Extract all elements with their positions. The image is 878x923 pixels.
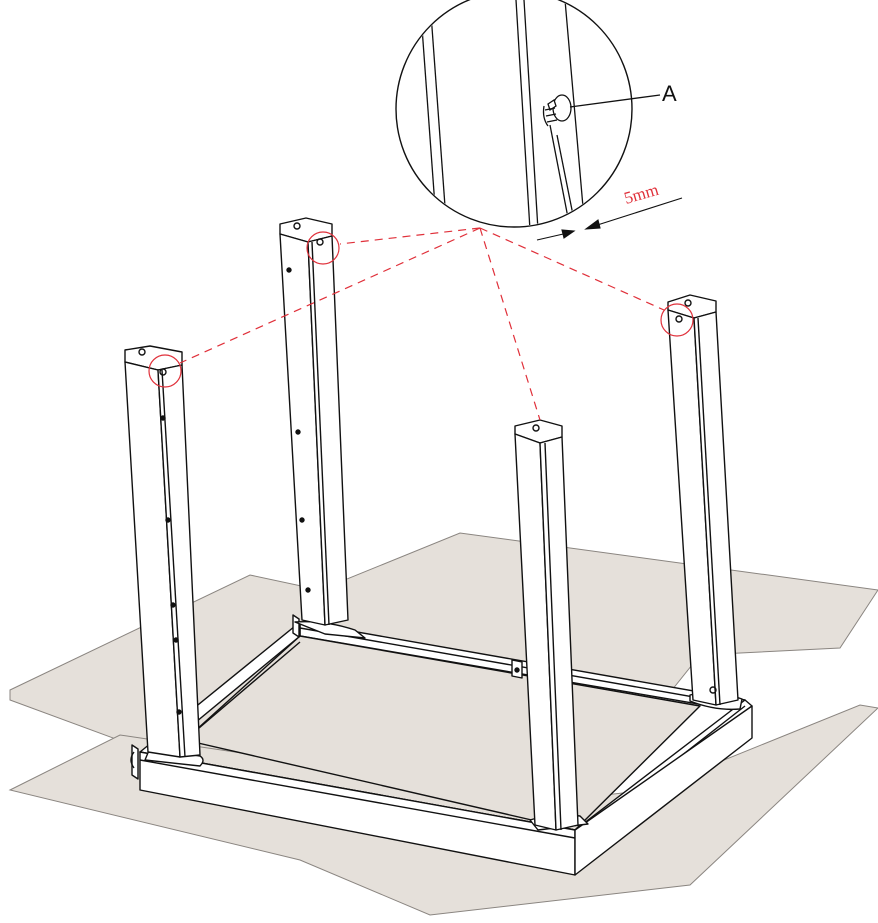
dimension-5mm bbox=[536, 197, 683, 241]
callout-a-leader bbox=[569, 94, 661, 108]
callout-a-label: A bbox=[662, 81, 677, 106]
callout-circle-front-left bbox=[148, 354, 182, 388]
bracket-left bbox=[131, 744, 139, 780]
detail-magnifier: A 5mm bbox=[395, 0, 683, 241]
dimension-label: 5mm bbox=[622, 180, 661, 208]
base-rail-right-face bbox=[574, 705, 753, 876]
corner-plate-back-left bbox=[294, 620, 366, 639]
screw-a bbox=[542, 94, 572, 127]
callout-leaders bbox=[179, 227, 665, 421]
callout-markers bbox=[148, 231, 694, 388]
callout-circle-back-left bbox=[306, 231, 340, 265]
leg-front-left bbox=[124, 345, 201, 758]
bracket-back-left bbox=[292, 614, 300, 638]
leg-back-right bbox=[667, 294, 739, 706]
leg-back-left bbox=[279, 217, 349, 626]
leg-front-right bbox=[514, 419, 579, 831]
callout-circle-back-right bbox=[660, 303, 694, 337]
